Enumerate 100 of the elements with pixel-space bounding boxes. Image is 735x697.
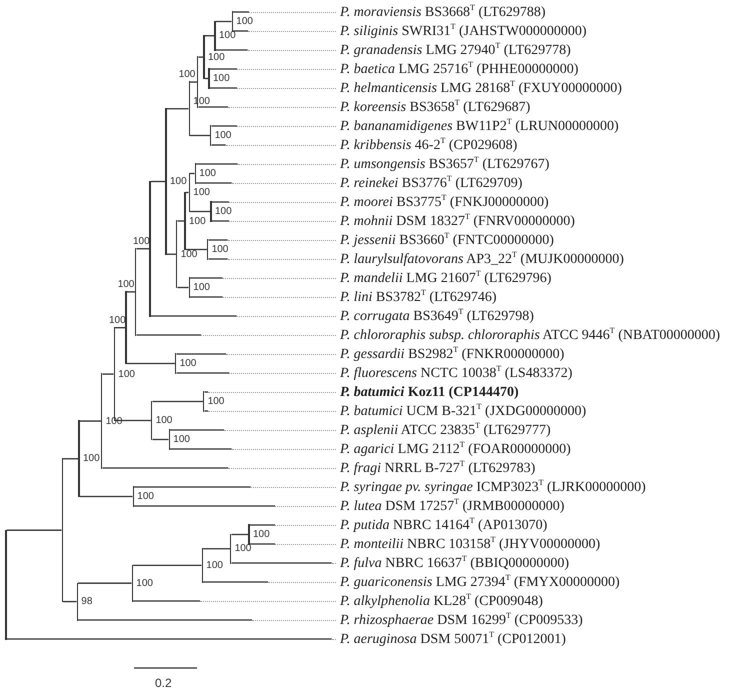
bootstrap-value: 100 (212, 244, 228, 255)
bootstrap-value: 100 (178, 69, 196, 80)
taxon-label: P. agarici LMG 2112$^{T}$ (FOAR00000000) (232, 440, 571, 458)
taxon-label: P. chlororaphis subsp. chlororaphis ATCC 9446$^{T}$ (NBAT00000000) (201, 326, 720, 344)
bootstrap-value: 100 (213, 73, 230, 84)
branch-line (216, 20, 232, 22)
bootstrap-value: 100 (180, 358, 196, 369)
branch-line (133, 600, 200, 602)
branch-line (203, 548, 230, 550)
branch-line (134, 486, 251, 488)
bootstrap-value: 100 (83, 453, 100, 464)
branch-line (210, 87, 237, 89)
taxon-label: P. umsongensis BS3657$^{T}$ (LT629767) (238, 156, 550, 172)
branch-line (212, 201, 229, 203)
branch-line (233, 30, 248, 32)
taxon-label: P. koreensis BS3658$^{T}$ (LT629687) (228, 98, 530, 116)
bootstrap-value: 100 (193, 282, 210, 293)
branch-line (216, 49, 248, 51)
bootstrap-value: 100 (215, 206, 232, 217)
taxon-label: P. bananamidigenes BW11P2$^{T}$ (LRUN00000000) (237, 118, 619, 134)
branch-line (166, 254, 176, 255)
taxon-label: P. mohnii DSM 18327$^{T}$ (FNRV00000000) (229, 212, 575, 230)
bootstrap-value: 100 (206, 560, 223, 571)
branch-line (198, 56, 204, 58)
taxon-label: P. jessenii BS3660$^{T}$ (FNTC00000000) (228, 232, 554, 248)
bootstrap-value: 100 (193, 187, 210, 198)
branch-line (196, 182, 232, 184)
branch-line (212, 220, 229, 222)
branch-line (177, 286, 189, 288)
taxon-label: P. laurylsulfatovorans AP3_22$^{T}$ (MUJK00000000) (228, 250, 624, 268)
branch-line (211, 125, 237, 127)
bootstrap-value: 100 (136, 578, 153, 589)
branch-line (190, 210, 210, 212)
branch-line (102, 467, 228, 469)
taxon-label: P. helmanticensis LMG 28168$^{T}$ (FXUY00000000) (237, 80, 622, 96)
branch-line (78, 582, 132, 584)
bootstrap-value: 100 (199, 168, 216, 179)
taxon-label: P. lutea DSM 17257$^{T}$ (JRMB00000000) (275, 498, 564, 514)
branch-line (134, 505, 275, 507)
branch-line (80, 420, 101, 422)
bootstrap-value: 100 (109, 315, 126, 326)
bootstrap-value: 100 (156, 415, 172, 426)
branch-line (176, 353, 226, 355)
branch-line (176, 372, 230, 374)
branch-line (136, 334, 201, 336)
bootstrap-value: 100 (180, 248, 198, 260)
branch-line (63, 458, 78, 460)
bootstrap-value: 100 (189, 216, 206, 226)
branch-line (208, 239, 228, 241)
taxon-label: P. gessardii BS2982$^{T}$ (FNKR00000000) (226, 346, 564, 362)
branch-line (203, 581, 268, 583)
branch-line (115, 327, 126, 328)
bootstrap-value: 100 (208, 52, 225, 63)
branch-line (78, 619, 252, 621)
branch-line (152, 438, 169, 440)
branch-line (190, 277, 223, 279)
bootstrap-value: 100 (137, 491, 154, 502)
branch-line (6, 638, 332, 640)
taxon-label: P. putida NBRC 14164$^{T}$ (AP013070) (275, 516, 548, 534)
branch-line (170, 429, 224, 431)
branch-line (250, 524, 275, 526)
taxon-label: P. syringae pv. syringae ICMP3023$^{T}$ (LJRK00000000) (250, 478, 646, 496)
branch-line (186, 248, 207, 250)
branch-line (63, 600, 77, 602)
branch-line (115, 420, 151, 422)
branch-line (210, 68, 237, 70)
bootstrap-value: 100 (118, 279, 134, 290)
taxon-label: P. fulva NBRC 16637$^{T}$ (BBIQ00000000) (332, 554, 570, 572)
branch-line (208, 258, 228, 260)
taxon-label: P. fragi NRRL B-727$^{T}$ (LT629783) (228, 460, 536, 476)
bootstrap-value: 100 (170, 176, 187, 188)
bootstrap-value: 100 (133, 236, 150, 248)
taxon-label: P. monteilii NBRC 103158$^{T}$ (JHYV00000000) (275, 536, 600, 552)
branch-line (211, 144, 226, 146)
branch-line (196, 163, 238, 165)
bootstrap-value: 100 (219, 30, 236, 42)
taxon-label: P. granadensis LMG 27940$^{T}$ (LT629778) (248, 42, 571, 58)
branch-line (231, 562, 332, 564)
branch-line (170, 448, 232, 450)
taxon-label: P. rhizosphaerae DSM 16299$^{T}$ (CP009533) (252, 612, 583, 628)
bootstrap-value: 100 (173, 434, 190, 445)
branch-line (6, 530, 62, 531)
branch-line (150, 180, 166, 182)
branch-line (231, 534, 248, 536)
branch-line (190, 296, 223, 298)
branch-line (102, 373, 114, 375)
taxon-label: P. alkylphenolia KL28$^{T}$ (CP009048) (200, 592, 543, 610)
branch-line (150, 315, 237, 317)
branch-line (80, 496, 133, 498)
taxon-label: P. guariconensis LMG 27394$^{T}$ (FMYX00000000) (268, 574, 620, 590)
taxon-label: P. corrugata BS3649$^{T}$ (LT629798) (236, 308, 534, 324)
scale-label: 0.2 (155, 676, 172, 690)
taxon-label: P. lini BS3782$^{T}$ (LT629746) (222, 288, 497, 306)
taxon-label: P. mandelii LMG 21607$^{T}$ (LT629796) (222, 270, 552, 286)
branch-line (136, 248, 150, 250)
branch-line (166, 108, 189, 110)
taxon-label: P. asplenii ATCC 23835$^{T}$ (LT629777) (224, 422, 551, 438)
branch-line (126, 291, 135, 293)
taxon-label: P. reinekei BS3776$^{T}$ (LT629709) (232, 174, 522, 192)
branch-line (250, 543, 275, 545)
